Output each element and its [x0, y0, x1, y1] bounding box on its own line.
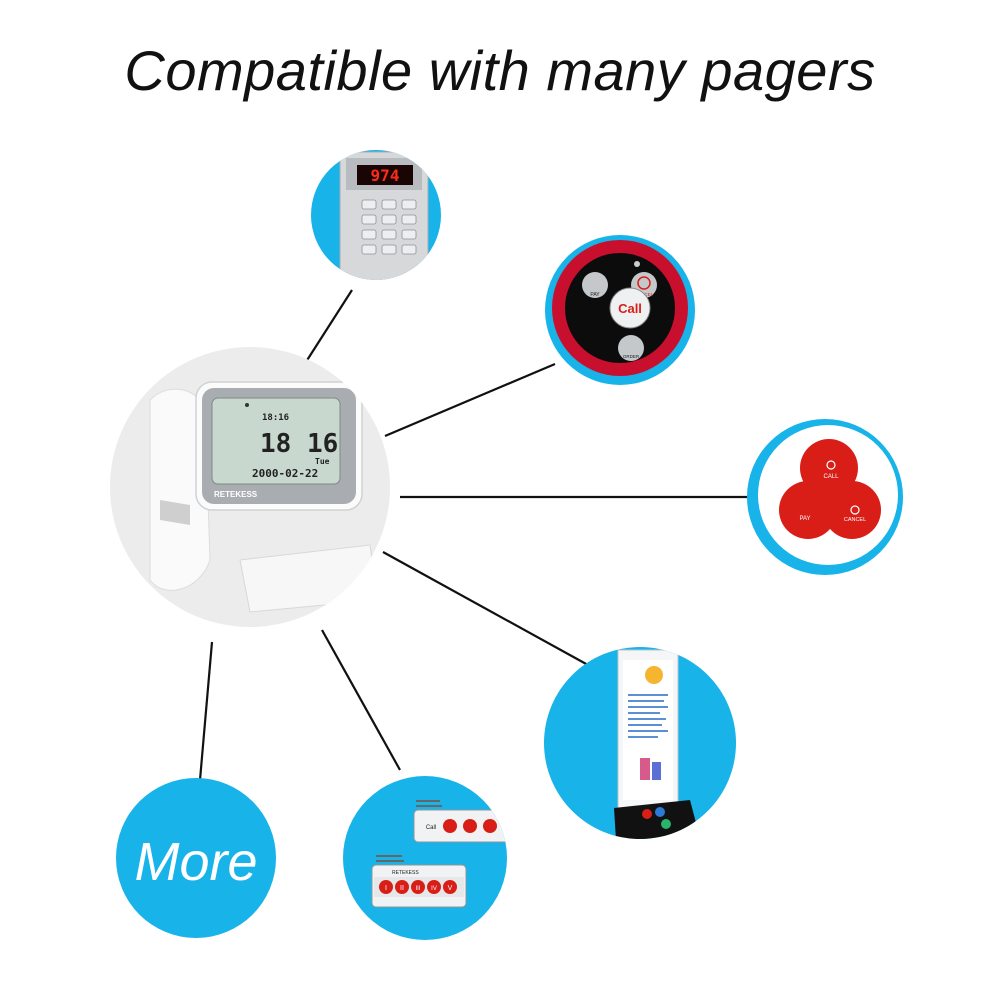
transmitter-brand: RETEKESS — [392, 870, 419, 876]
connector-more — [198, 641, 214, 781]
transmitter-btn-1: I — [385, 885, 387, 892]
connector-transmitters — [321, 629, 401, 771]
watch-pager-circle: 18:16 18 16 2000-02-22 Tue RETEKESS — [110, 347, 390, 627]
connector-menu-stand — [382, 551, 589, 666]
connector-call-button — [384, 362, 556, 438]
call-center-label: Call — [618, 301, 642, 316]
transmitter-call-label: Call — [426, 825, 436, 831]
connector-keypad — [303, 289, 353, 366]
transmitter-btn-4: IV — [431, 886, 437, 892]
menu-stand-circle — [544, 647, 736, 839]
keypad-pager-circle: 974 — [311, 150, 441, 280]
watch-brand: RETEKESS — [214, 490, 258, 499]
transmitters-circle: Call RETEKESS I II III IV V — [343, 776, 507, 940]
trefoil-button-circle: CALL PAY CANCEL — [747, 419, 903, 575]
call-button-circle: PAY CANCEL ORDER Call — [545, 235, 695, 385]
connector-lines — [198, 289, 748, 781]
more-circle: More — [116, 778, 276, 938]
keypad-display: 974 — [371, 166, 400, 185]
call-order-label: ORDER — [623, 354, 640, 359]
trefoil-pay-label: PAY — [799, 516, 810, 522]
transmitter-btn-2: II — [400, 885, 404, 892]
page-title: Compatible with many pagers — [124, 39, 876, 102]
more-label: More — [134, 832, 257, 892]
transmitter-btn-5: V — [448, 885, 453, 892]
watch-date: 2000-02-22 — [252, 467, 318, 480]
watch-status-time: 18:16 — [262, 413, 289, 423]
watch-time: 18 16 — [260, 429, 338, 459]
trefoil-call-label: CALL — [823, 474, 839, 480]
trefoil-cancel-label: CANCEL — [844, 517, 866, 523]
call-pay-label: PAY — [590, 292, 600, 298]
watch-day: Tue — [315, 457, 330, 466]
transmitter-btn-3: III — [415, 886, 420, 892]
